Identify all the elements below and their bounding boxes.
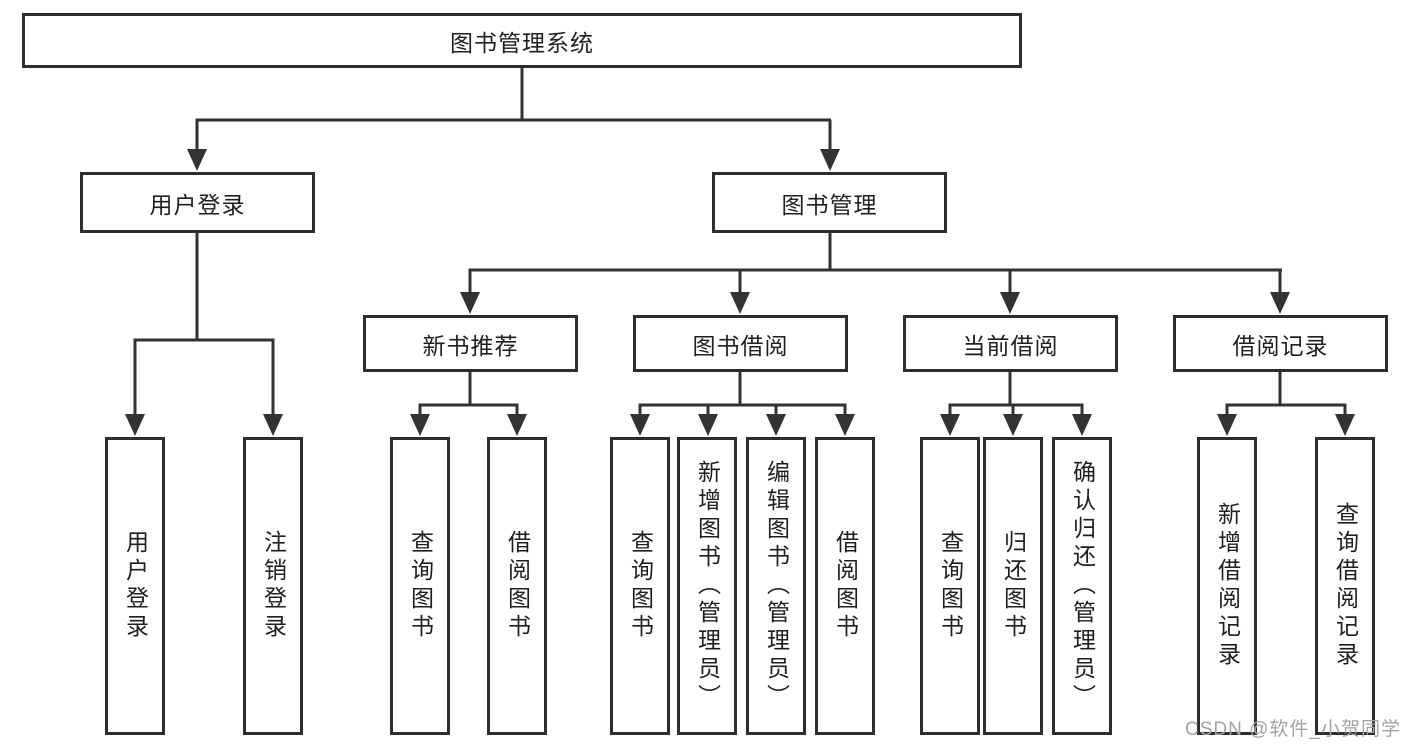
csdn-watermark: CSDN @软件_小贺同学 (1185, 719, 1401, 740)
leaf-return-books: 归还图书 (983, 437, 1043, 735)
node-label: 新增图书（管理员） (694, 460, 721, 712)
node-current-borrow: 当前借阅 (903, 315, 1118, 372)
node-label: 图书管理 (781, 191, 878, 218)
arrowhead-icons (125, 149, 1355, 436)
leaf-add-books-admin: 新增图书（管理员） (677, 437, 737, 735)
node-label: 用户登录 (149, 191, 246, 218)
node-new-book-recommend: 新书推荐 (363, 315, 578, 372)
node-label: 图书管理系统 (450, 29, 594, 56)
node-user-login: 用户登录 (80, 172, 315, 233)
node-label: 借阅图书 (832, 530, 859, 642)
node-label: 用户登录 (122, 530, 149, 642)
leaf-query-borrow-record: 查询借阅记录 (1315, 437, 1375, 735)
node-label: 确认归还（管理员） (1069, 460, 1096, 712)
node-label: 编辑图书（管理员） (763, 460, 790, 712)
node-label: 借阅图书 (504, 530, 531, 642)
leaf-user-login: 用户登录 (105, 437, 165, 735)
leaf-query-books-recommend: 查询图书 (390, 437, 450, 735)
node-label: 归还图书 (1000, 530, 1027, 642)
node-label: 当前借阅 (962, 332, 1059, 359)
node-label: 查询借阅记录 (1332, 502, 1359, 670)
node-label: 图书借阅 (692, 332, 789, 359)
node-library-management-system: 图书管理系统 (22, 13, 1022, 68)
leaf-logout: 注销登录 (243, 437, 303, 735)
node-book-borrow: 图书借阅 (633, 315, 848, 372)
leaf-query-books-borrow: 查询图书 (610, 437, 670, 735)
node-label: 借阅记录 (1232, 332, 1329, 359)
node-label: 查询图书 (407, 530, 434, 642)
leaf-add-borrow-record: 新增借阅记录 (1197, 437, 1257, 735)
node-book-management: 图书管理 (712, 172, 947, 233)
leaf-confirm-return-admin: 确认归还（管理员） (1052, 437, 1112, 735)
node-label: 注销登录 (260, 530, 287, 642)
node-label: 新书推荐 (422, 332, 519, 359)
leaf-query-books-current: 查询图书 (920, 437, 980, 735)
leaf-borrow-books: 借阅图书 (815, 437, 875, 735)
node-label: 查询图书 (627, 530, 654, 642)
node-label: 新增借阅记录 (1214, 502, 1241, 670)
leaf-borrow-books-recommend: 借阅图书 (487, 437, 547, 735)
node-label: 查询图书 (937, 530, 964, 642)
leaf-edit-books-admin: 编辑图书（管理员） (746, 437, 806, 735)
node-borrow-records: 借阅记录 (1173, 315, 1388, 372)
